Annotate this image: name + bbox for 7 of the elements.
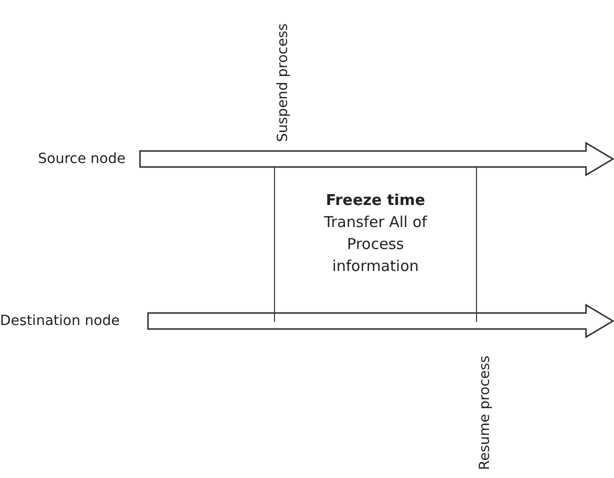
event-label: Resume process: [477, 356, 493, 470]
timeline-label: Destination node: [0, 313, 120, 329]
interval-heading: Freeze time: [324, 190, 426, 211]
interval-description: Transfer All of Process information: [323, 212, 428, 277]
freeze-time-interval: [274, 167, 477, 322]
event-label: Suspend process: [275, 23, 291, 142]
timeline-label: Source node: [38, 151, 126, 167]
